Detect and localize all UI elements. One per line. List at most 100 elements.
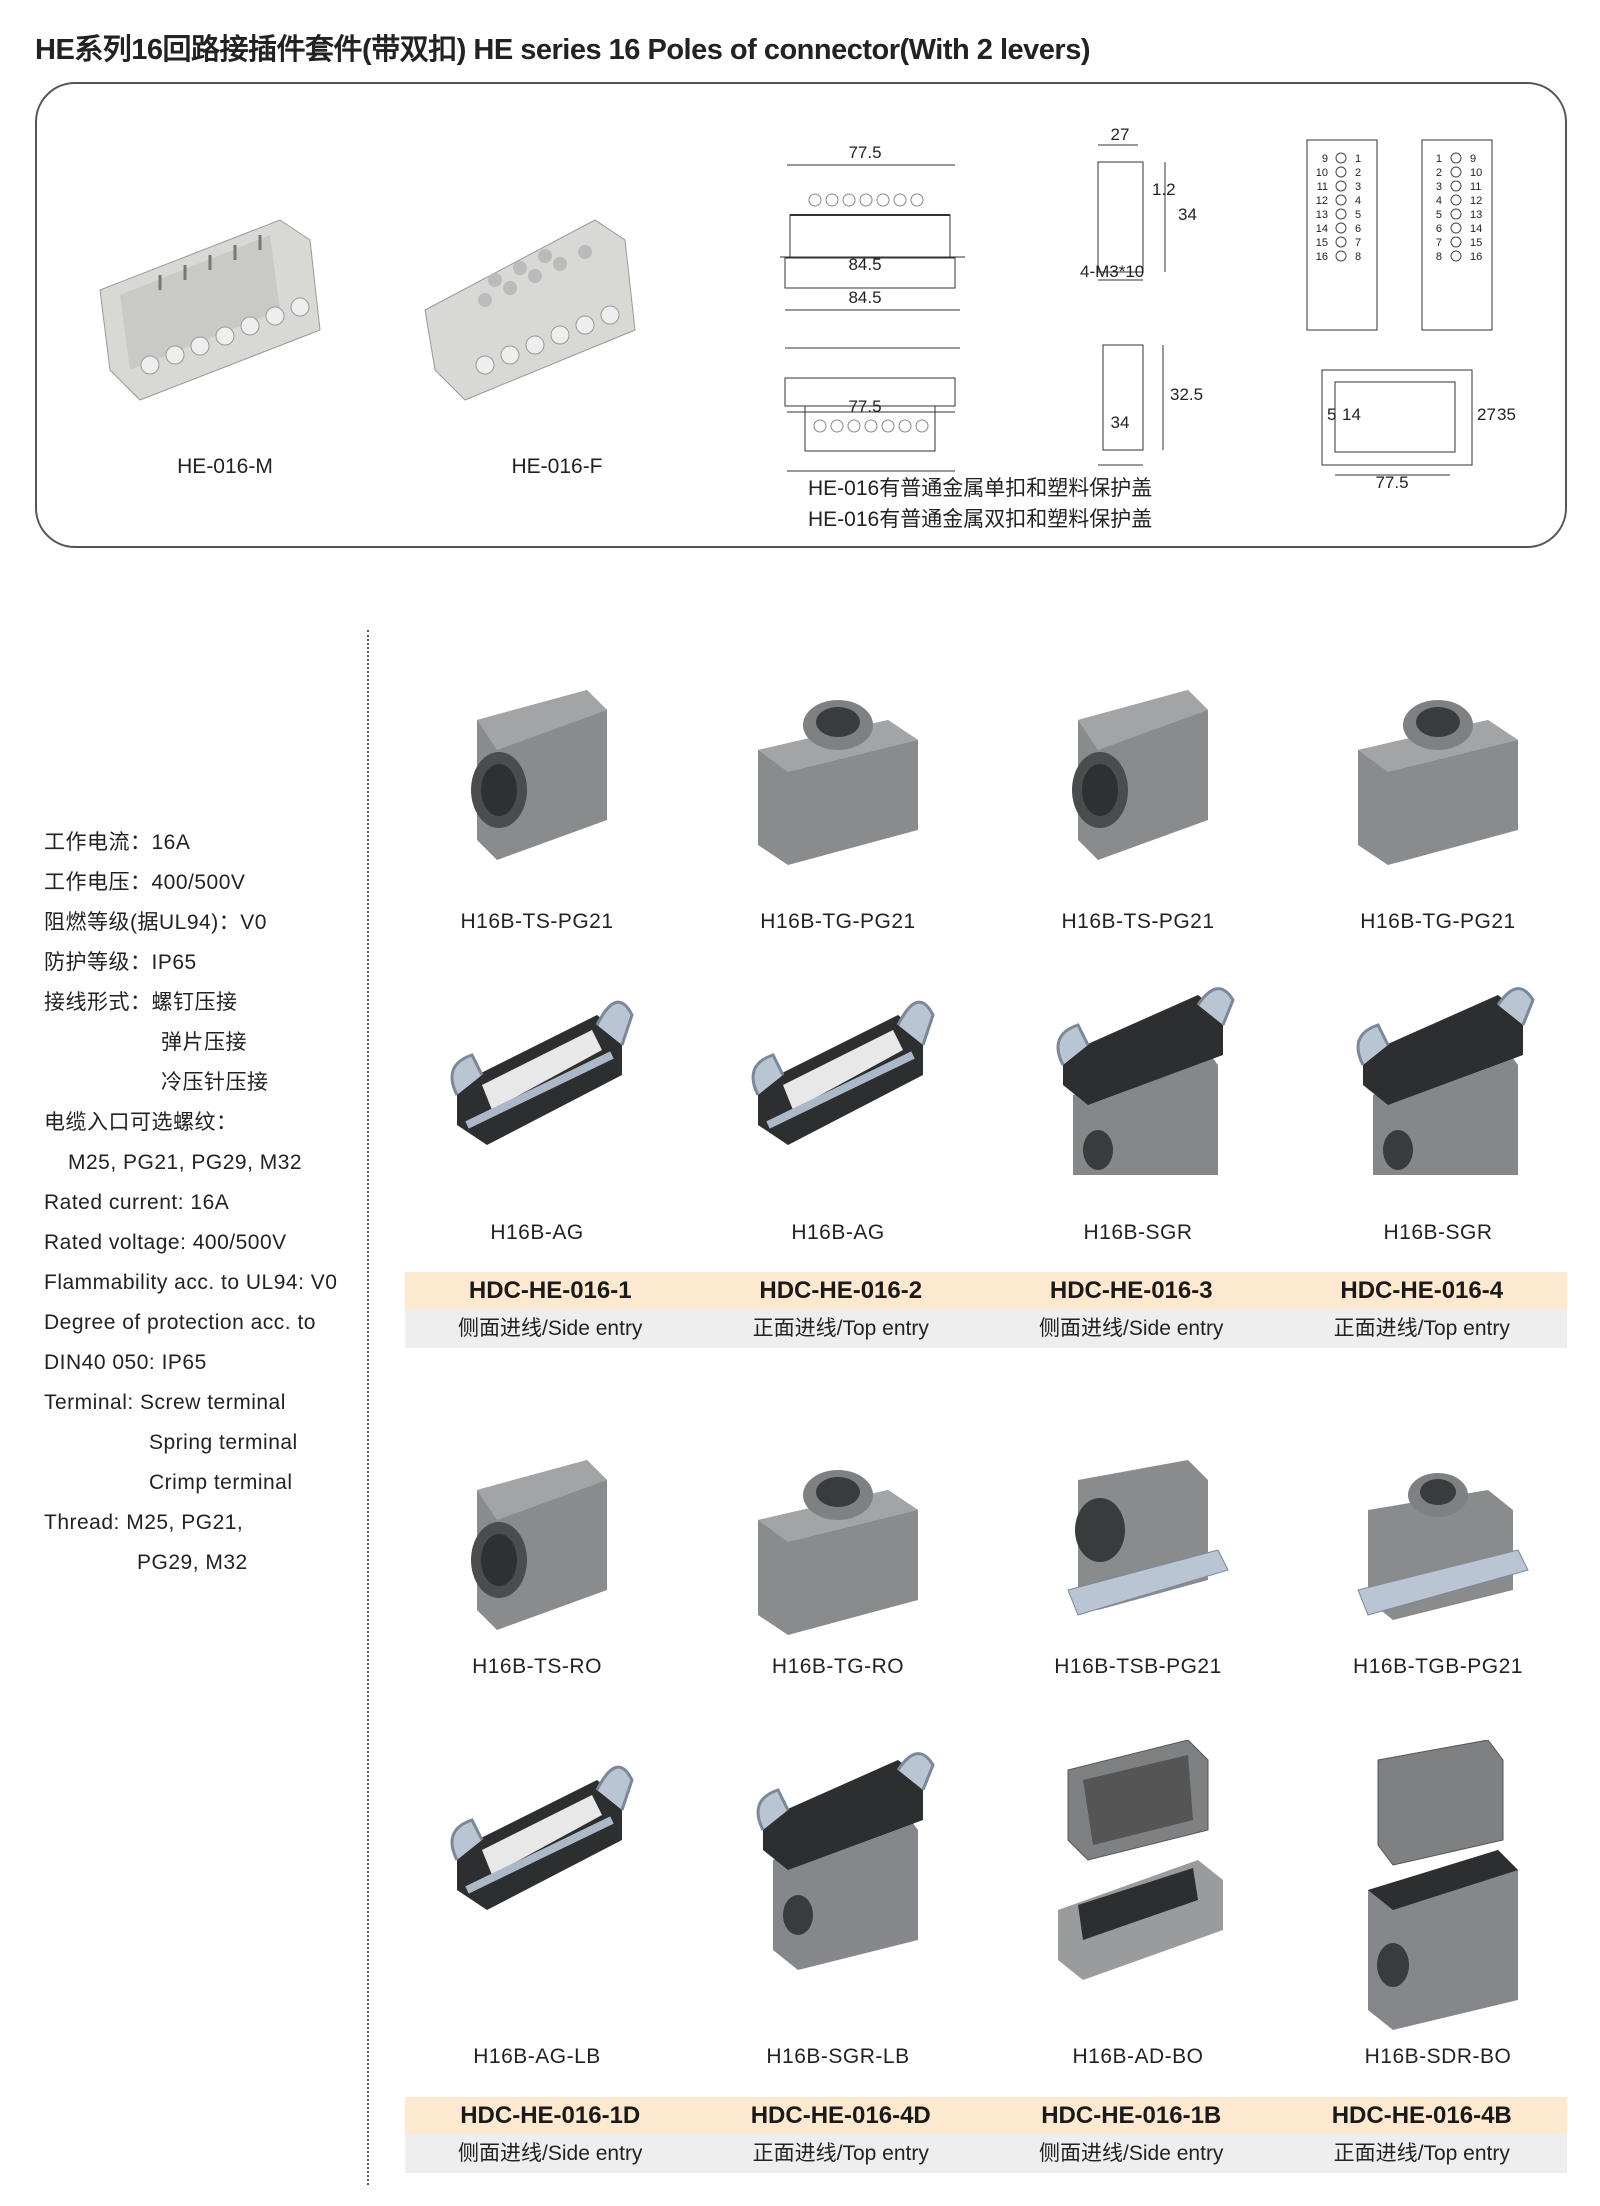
- dimension-drawings: 77.5 84.5 84.5 77.5 27 34 1.2 4-M3*10 32…: [780, 125, 1516, 492]
- pin-number: 3: [1355, 181, 1361, 193]
- product-name: H16B-AG: [490, 1221, 584, 1244]
- product-name: H16B-TG-PG21: [1360, 910, 1516, 933]
- product-name: H16B-TGB-PG21: [1353, 1655, 1523, 1678]
- product-image: [1338, 975, 1548, 1205]
- pin-number: 5: [1436, 209, 1442, 221]
- pin-circle: [1450, 222, 1462, 234]
- product-code: HDC-HE-016-1D: [460, 2102, 641, 2129]
- product-image: [738, 975, 948, 1180]
- spec-line: Rated current: 16A: [44, 1191, 230, 1214]
- product-image: [1338, 680, 1548, 885]
- spec-line: Crimp terminal: [149, 1471, 293, 1494]
- pin-number: 1: [1436, 153, 1442, 165]
- dim-top-outer: 84.5: [848, 255, 881, 274]
- pin-circle: [1335, 236, 1347, 248]
- pin-layout-plates: [1306, 139, 1493, 476]
- product-name: H16B-TSB-PG21: [1054, 1655, 1222, 1678]
- pin-circle: [1450, 250, 1462, 262]
- pin-number: 7: [1436, 237, 1442, 249]
- product-image: [437, 1740, 647, 2045]
- pin-circle: [1450, 236, 1462, 248]
- product-code: HDC-HE-016-3: [1049, 1277, 1213, 1304]
- pin-circle: [1450, 152, 1462, 164]
- pin-number: 13: [1316, 209, 1328, 221]
- entry-type: 正面进线/Top entry: [752, 2142, 929, 2165]
- product-name: H16B-TG-PG21: [760, 910, 916, 933]
- pin-number: 10: [1316, 167, 1328, 179]
- product-image: [1338, 1450, 1548, 1655]
- dim-cutout-h1: 27: [1477, 405, 1496, 424]
- pin-number: 6: [1436, 223, 1442, 235]
- product-image: [738, 1450, 948, 1655]
- pin-number: 15: [1470, 237, 1482, 249]
- pin-number: 9: [1322, 153, 1328, 165]
- pin-number: 4: [1355, 195, 1361, 207]
- product-name: H16B-SGR-LB: [766, 2045, 910, 2068]
- insert-label-male: HE-016-M: [177, 455, 273, 478]
- spec-line: M25, PG21, PG29, M32: [68, 1151, 303, 1174]
- dim-side2-width: 34: [1111, 413, 1130, 432]
- pin-number: 15: [1316, 237, 1328, 249]
- product-image: [1038, 1739, 1248, 2045]
- pin-number: 16: [1316, 251, 1328, 263]
- entry-type: 侧面进线/Side entry: [1039, 1317, 1224, 1340]
- pin-circle: [1335, 166, 1347, 178]
- product-code: HDC-HE-016-1: [468, 1277, 632, 1304]
- spec-line: 弹片压接: [161, 1031, 247, 1054]
- pin-number: 13: [1470, 209, 1482, 221]
- dim-cutout-s2: 14: [1342, 405, 1361, 424]
- pin-circle: [1335, 180, 1347, 192]
- spec-line: 阻燃等级(据UL94)：V0: [44, 911, 267, 934]
- spec-line: Terminal: Screw terminal: [44, 1391, 286, 1414]
- insert-label-female: HE-016-F: [511, 455, 603, 478]
- front-drawing-top: [780, 164, 965, 311]
- product-name: H16B-TS-PG21: [460, 910, 614, 933]
- pin-circle: [1450, 180, 1462, 192]
- spec-line: 防护等级：IP65: [44, 951, 197, 974]
- spec-line: Spring terminal: [149, 1431, 298, 1454]
- dim-cutout-s1: 5: [1327, 405, 1336, 424]
- dim-side-gap: 1.2: [1152, 180, 1176, 199]
- divider: [367, 630, 369, 2185]
- dim-cutout-width: 77.5: [1375, 473, 1408, 492]
- entry-type: 侧面进线/Side entry: [458, 1317, 643, 1340]
- spec-line: PG29, M32: [137, 1551, 248, 1574]
- male-insert-image: [99, 219, 321, 401]
- product-name: H16B-TS-PG21: [1061, 910, 1215, 933]
- pin-circle: [1335, 152, 1347, 164]
- pin-number: 12: [1470, 195, 1482, 207]
- pin-number: 11: [1470, 181, 1481, 193]
- product-name: H16B-AG: [791, 1221, 885, 1244]
- spec-line: DIN40 050: IP65: [44, 1351, 207, 1374]
- product-name: H16B-AD-BO: [1072, 2045, 1204, 2068]
- product-name: H16B-AG-LB: [473, 2045, 601, 2068]
- entry-type: 正面进线/Top entry: [1333, 2142, 1510, 2165]
- female-insert-image: [424, 219, 636, 401]
- pin-circle: [1335, 250, 1347, 262]
- entry-type: 正面进线/Top entry: [752, 1317, 929, 1340]
- pin-circle: [1335, 208, 1347, 220]
- pin-circle: [1450, 208, 1462, 220]
- pin-number: 9: [1470, 153, 1476, 165]
- pin-number: 3: [1436, 181, 1442, 193]
- product-code: HDC-HE-016-4: [1340, 1277, 1504, 1304]
- pin-number: 8: [1355, 251, 1361, 263]
- dim-bot-width: 77.5: [848, 397, 881, 416]
- product-code: HDC-HE-016-4B: [1331, 2102, 1512, 2129]
- product-image: [1038, 1450, 1248, 1655]
- product-image: [1038, 975, 1248, 1205]
- product-image: [1038, 680, 1248, 885]
- product-image: [738, 680, 948, 885]
- product-name: H16B-TG-RO: [771, 1655, 905, 1678]
- pin-number: 11: [1317, 181, 1328, 193]
- product-code: HDC-HE-016-1B: [1041, 2102, 1222, 2129]
- spec-line: 工作电压：400/500V: [44, 871, 246, 894]
- dim-side2-height: 32.5: [1170, 385, 1203, 404]
- pin-number: 6: [1355, 223, 1361, 235]
- pin-number: 12: [1316, 195, 1328, 207]
- front-drawing-bottom: [784, 347, 960, 472]
- product-image: [1338, 1739, 1548, 2045]
- pin-number: 14: [1470, 223, 1482, 235]
- pin-number: 4: [1436, 195, 1442, 207]
